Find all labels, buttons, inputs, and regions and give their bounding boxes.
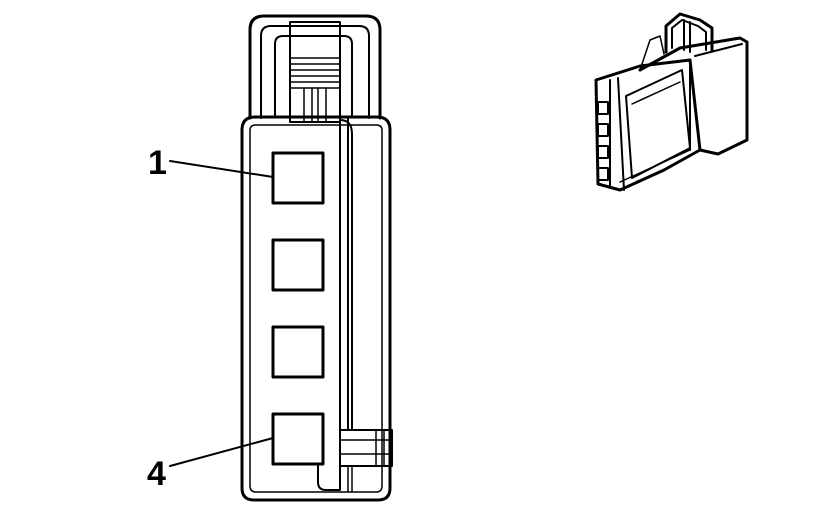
connector-latch [248, 14, 382, 123]
terminal-cavity-2 [271, 238, 325, 292]
connector-face-view: 1 4 [147, 14, 393, 502]
iso-cavity-2 [597, 123, 609, 137]
connector-isometric-view [594, 12, 749, 192]
terminal-cavity-3 [271, 325, 325, 379]
callout-leader-1 [169, 160, 274, 178]
terminal-cavity-1 [271, 151, 325, 205]
iso-cavity-1 [597, 101, 609, 115]
iso-cavity-3 [597, 145, 609, 159]
callout-label-1: 1 [148, 144, 167, 182]
callout-leader-4 [169, 437, 274, 467]
callout-label-4: 4 [147, 455, 166, 493]
iso-cavity-4 [597, 167, 609, 181]
terminal-cavity-4 [271, 412, 325, 466]
connector-body [240, 115, 393, 502]
